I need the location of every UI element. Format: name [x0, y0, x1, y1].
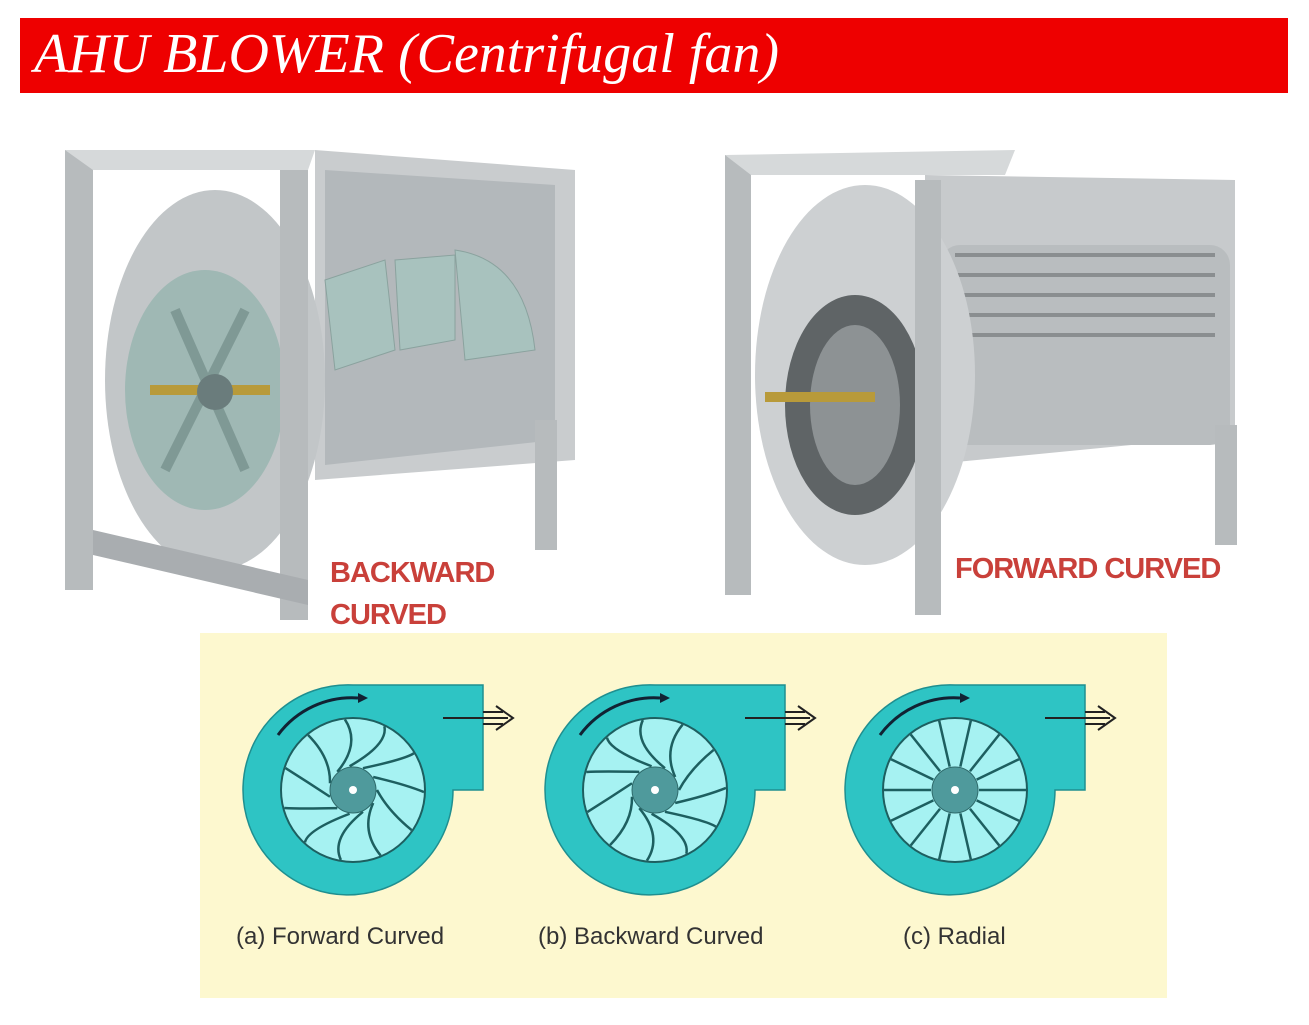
blade	[959, 813, 973, 860]
blade	[674, 786, 727, 805]
blade	[586, 770, 640, 774]
blade	[307, 734, 332, 784]
blade	[375, 789, 413, 832]
rotation-arrowhead-icon	[358, 693, 368, 703]
blade	[937, 720, 951, 767]
blade	[348, 726, 386, 768]
forward-curved-fan-photo	[725, 150, 1237, 615]
rotation-arrow-icon	[276, 696, 359, 736]
blade	[609, 796, 634, 846]
blade	[372, 775, 425, 794]
fan-backward	[544, 684, 817, 896]
blade	[337, 810, 364, 861]
blade	[890, 758, 934, 781]
shaft-hole	[349, 786, 357, 794]
blade	[909, 807, 942, 847]
blade	[284, 766, 331, 798]
airflow-arrow-icon	[443, 705, 515, 731]
blade	[909, 733, 942, 773]
blade	[976, 799, 1020, 822]
blade	[976, 758, 1020, 781]
title-bar: AHU BLOWER (Centrifugal fan)	[20, 18, 1288, 93]
blade	[303, 812, 351, 843]
blade	[890, 799, 934, 822]
forward-curved-label: FORWARD CURVED	[955, 553, 1221, 585]
fan-diagrams	[242, 684, 1117, 896]
airflow-arrow-icon	[745, 705, 817, 731]
blade	[968, 733, 1001, 773]
caption-backward-curved: (b) Backward Curved	[538, 923, 764, 950]
airflow-arrow-icon	[1045, 705, 1117, 731]
blade	[677, 748, 715, 791]
caption-forward-curved: (a) Forward Curved	[236, 923, 445, 950]
blade	[367, 802, 382, 857]
blade	[605, 737, 653, 768]
blade	[639, 719, 666, 770]
blade	[968, 807, 1001, 847]
backward-curved-label: BACKWARD CURVED	[330, 552, 495, 636]
slide-title: AHU BLOWER (Centrifugal fan)	[34, 23, 780, 85]
shaft-hole	[651, 786, 659, 794]
blade	[586, 782, 633, 814]
blade	[937, 813, 951, 860]
fan-types-diagram: (a) Forward Curved (b) Backward Curved (…	[200, 633, 1167, 998]
label-line: BACKWARD	[330, 557, 495, 589]
blade	[669, 723, 684, 778]
fan-radial	[844, 684, 1117, 896]
blade	[664, 810, 717, 828]
rotation-arrowhead-icon	[960, 693, 970, 703]
blade	[336, 718, 353, 773]
blade	[362, 752, 415, 770]
blade	[638, 807, 655, 862]
rotation-arrowhead-icon	[660, 693, 670, 703]
blade	[959, 720, 973, 767]
blade	[284, 806, 338, 810]
blade	[650, 812, 688, 854]
label-line: CURVED	[330, 599, 447, 631]
caption-radial: (c) Radial	[903, 923, 1006, 950]
rotation-arrow-icon	[878, 696, 961, 736]
fan-forward	[242, 684, 515, 896]
backward-curved-fan-photo	[65, 150, 575, 620]
shaft-hole	[951, 786, 959, 794]
rotation-arrow-icon	[578, 696, 661, 736]
